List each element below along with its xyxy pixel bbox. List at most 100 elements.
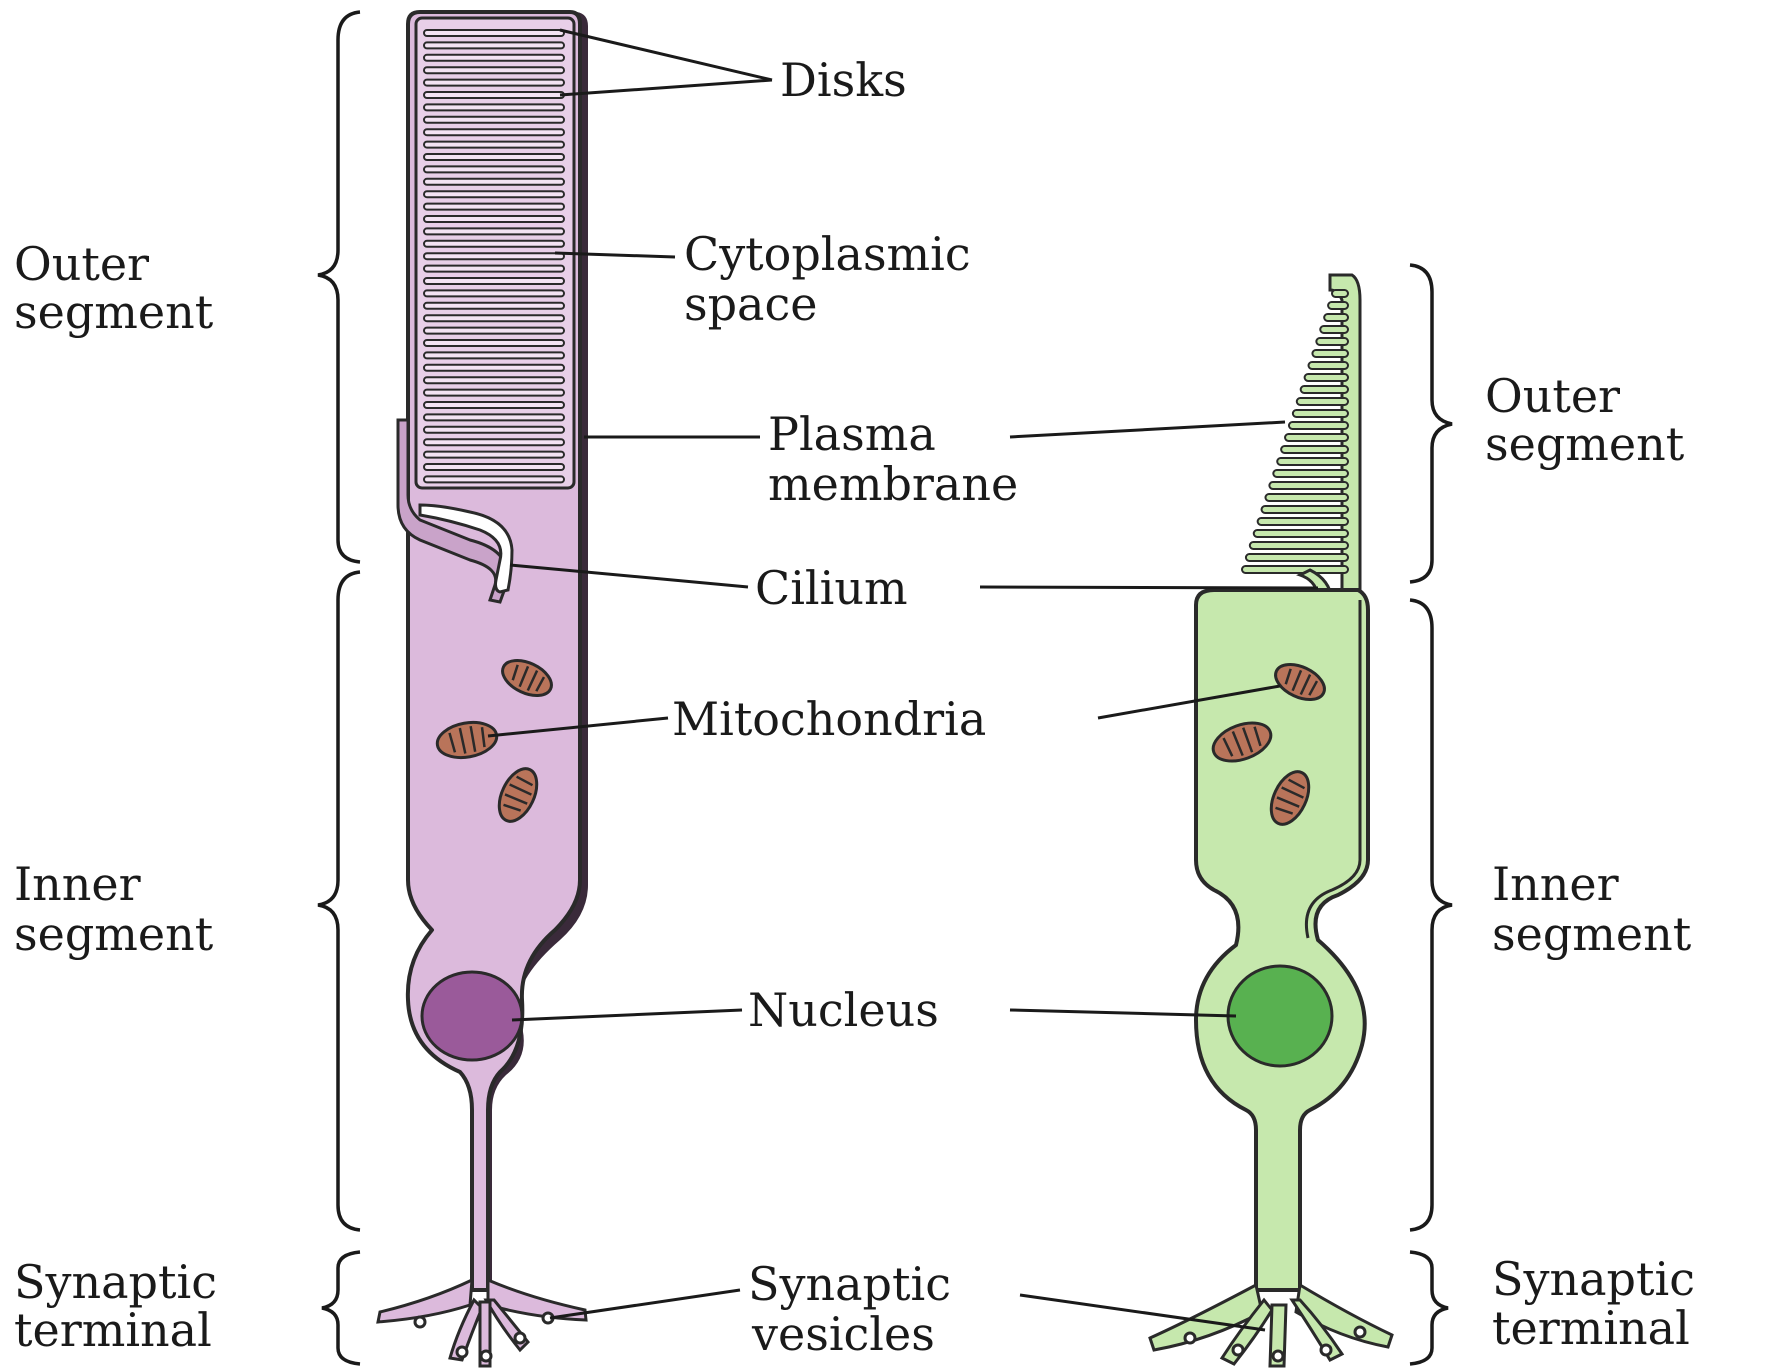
rod-disk	[424, 117, 564, 123]
leader-disks-2	[560, 80, 772, 95]
label-disks: Disks	[780, 53, 907, 107]
rod-disk	[424, 352, 564, 358]
right-outer-line1: Outer	[1485, 369, 1620, 423]
rod-disk	[424, 204, 564, 210]
rod-disk	[424, 303, 564, 309]
rod-disk	[424, 154, 564, 160]
rod-disk	[424, 315, 564, 321]
label-nucleus: Nucleus	[748, 983, 939, 1037]
cone-disks	[1242, 290, 1348, 573]
rod-nucleus	[422, 972, 522, 1060]
brace-right-inner	[1410, 600, 1452, 1230]
rod-disk	[424, 439, 564, 445]
label-plasma-line1: Plasma	[768, 407, 936, 461]
left-labels: Outer segment Inner segment Synaptic ter…	[14, 237, 217, 1357]
left-inner-line2: segment	[14, 907, 214, 961]
right-synaptic-line2: terminal	[1492, 1301, 1690, 1355]
center-labels: Disks Cytoplasmic space Plasma membrane …	[672, 53, 1018, 1361]
cone-nucleus	[1228, 966, 1332, 1066]
rod-disk	[424, 42, 564, 48]
right-inner-line2: segment	[1492, 907, 1692, 961]
brace-left-outer	[318, 12, 360, 562]
label-vesicles-line2: vesicles	[751, 1307, 935, 1361]
cone-disk	[1254, 530, 1348, 537]
rod-disk	[424, 241, 564, 247]
cone-disk	[1269, 482, 1348, 489]
rod-disk	[424, 30, 564, 36]
rod-disk	[424, 476, 564, 482]
right-labels: Outer segment Inner segment Synaptic ter…	[1485, 369, 1695, 1355]
cone-disk	[1320, 326, 1348, 333]
rod-disk	[424, 427, 564, 433]
rod-disk	[424, 390, 564, 396]
leader-cilium-cone	[980, 587, 1318, 588]
label-mitochondria: Mitochondria	[672, 692, 986, 746]
rod-disk	[424, 253, 564, 259]
leader-lines	[488, 30, 1318, 1330]
rod-cell	[378, 12, 588, 1366]
cone-disk	[1328, 302, 1348, 309]
cone-synaptic-terminal	[1150, 1285, 1392, 1366]
cone-disk	[1297, 398, 1348, 405]
rod-disk	[424, 278, 564, 284]
cone-disk	[1242, 566, 1348, 573]
rod-disk	[424, 179, 564, 185]
cone-disk	[1277, 458, 1348, 465]
left-outer-line1: Outer	[14, 237, 149, 291]
left-synaptic-line2: terminal	[14, 1303, 212, 1357]
rod-disk	[424, 191, 564, 197]
cone-disk	[1265, 494, 1348, 501]
cone-disk	[1316, 338, 1348, 345]
leader-nucleus-rod	[512, 1010, 742, 1020]
rod-disk	[424, 166, 564, 172]
rod-disk	[424, 129, 564, 135]
leader-plasma-cone	[1010, 422, 1285, 437]
brace-right-synaptic	[1410, 1252, 1448, 1364]
rod-disk	[424, 340, 564, 346]
cone-disk	[1258, 518, 1348, 525]
cone-disk	[1309, 362, 1348, 369]
rod-disk	[424, 142, 564, 148]
cone-disk	[1312, 350, 1348, 357]
rod-disk	[424, 414, 564, 420]
rod-disk	[424, 266, 564, 272]
cone-disk	[1332, 290, 1348, 297]
left-inner-line1: Inner	[14, 857, 141, 911]
cone-disk	[1293, 410, 1348, 417]
right-synaptic-line1: Synaptic	[1492, 1252, 1695, 1306]
rod-disk	[424, 377, 564, 383]
rod-disks	[424, 30, 564, 482]
rod-disk	[424, 290, 564, 296]
label-vesicles-line1: Synaptic	[748, 1257, 951, 1311]
rod-disk	[424, 228, 564, 234]
cone-cell	[1150, 275, 1392, 1366]
cone-disk	[1262, 506, 1348, 513]
leader-vesicles-rod	[550, 1290, 740, 1318]
cone-disk	[1281, 446, 1348, 453]
cone-disk	[1324, 314, 1348, 321]
label-cytoplasmic-line2: space	[684, 277, 817, 331]
brace-left-synaptic	[322, 1252, 360, 1364]
rod-disk	[424, 80, 564, 86]
right-outer-line2: segment	[1485, 417, 1685, 471]
rod-disk	[424, 464, 564, 470]
rod-disk	[424, 216, 564, 222]
rod-disk	[424, 365, 564, 371]
right-inner-line1: Inner	[1492, 857, 1619, 911]
cone-disk	[1285, 434, 1348, 441]
rod-disk	[424, 104, 564, 110]
cone-disk	[1250, 542, 1348, 549]
rod-disk	[424, 402, 564, 408]
cone-disk	[1273, 470, 1348, 477]
cone-disk	[1305, 374, 1348, 381]
rod-disk	[424, 67, 564, 73]
left-outer-line2: segment	[14, 285, 214, 339]
brace-right-outer	[1410, 265, 1452, 582]
label-plasma-line2: membrane	[768, 457, 1018, 511]
cone-disk	[1301, 386, 1348, 393]
left-synaptic-line1: Synaptic	[14, 1255, 217, 1309]
rod-disk	[424, 452, 564, 458]
label-cilium: Cilium	[755, 561, 908, 615]
rod-synaptic-terminal	[378, 1280, 586, 1366]
